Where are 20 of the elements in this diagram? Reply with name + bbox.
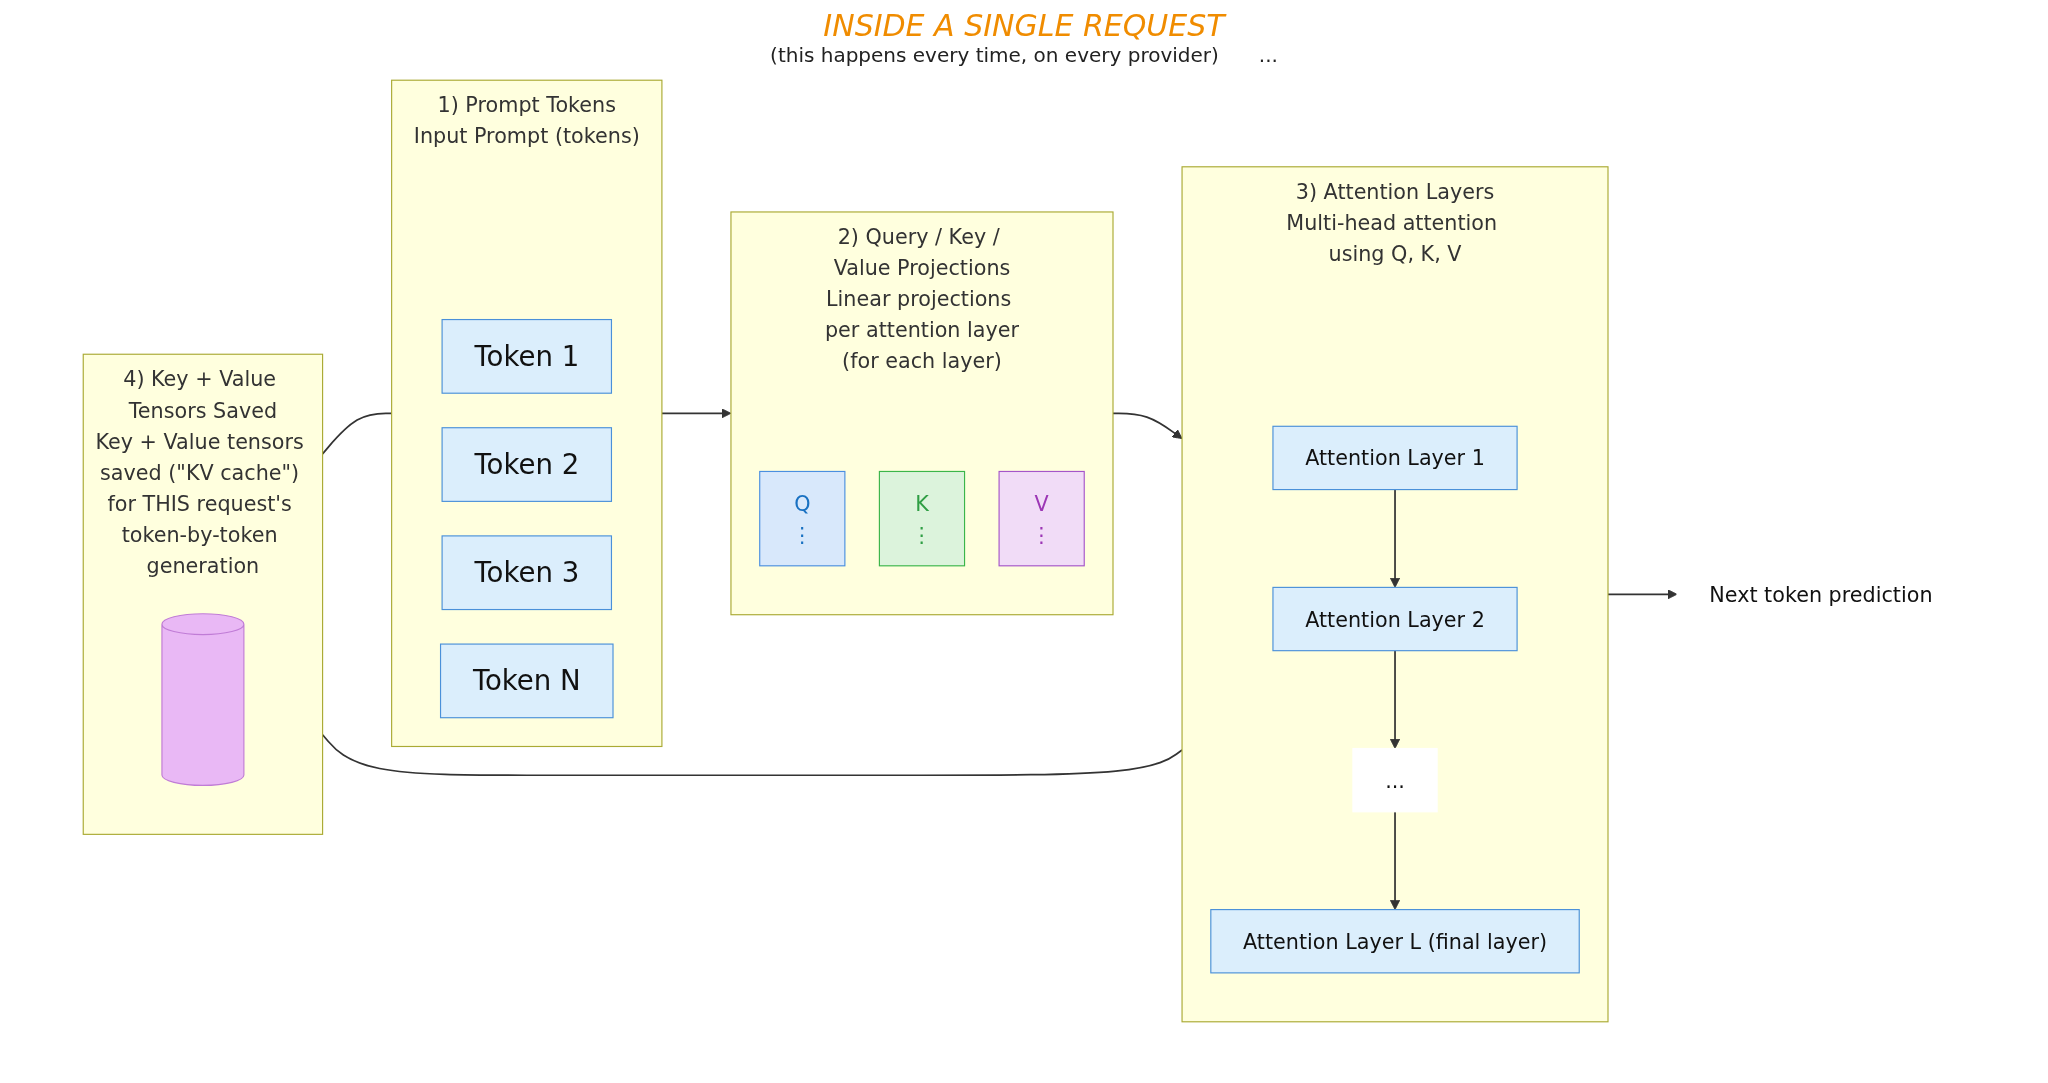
- node-box: ...: [1352, 747, 1438, 813]
- arrow: [1389, 810, 1401, 911]
- arrow: [1389, 649, 1401, 749]
- node-box: K ⋮: [878, 470, 966, 567]
- note-text: (this happens every time, on every provider): [770, 43, 1219, 67]
- node-box: Token 3: [441, 535, 613, 611]
- node-box: Token 2: [441, 427, 613, 502]
- node-box: Attention Layer 1: [1272, 425, 1518, 491]
- arrow: [1389, 488, 1401, 588]
- node-box: Token N: [439, 643, 614, 719]
- node-text: Next token prediction: [1709, 582, 1933, 607]
- note-text: ...: [1258, 43, 1278, 67]
- diagram-title: INSIDE A SINGLE REQUEST: [823, 8, 1225, 43]
- node-box: Q ⋮: [759, 470, 846, 567]
- node-cylinder: [161, 613, 245, 786]
- node-box: V ⋮: [998, 470, 1085, 567]
- node-box: Token 1: [441, 319, 613, 394]
- node-box: Attention Layer 2: [1272, 586, 1518, 652]
- node-box: Attention Layer L (final layer): [1210, 909, 1580, 974]
- cluster: 4) Key + Value Tensors Saved Key + Value tensors saved ("KV cache") for THIS request's token-by-token generation: [82, 353, 324, 835]
